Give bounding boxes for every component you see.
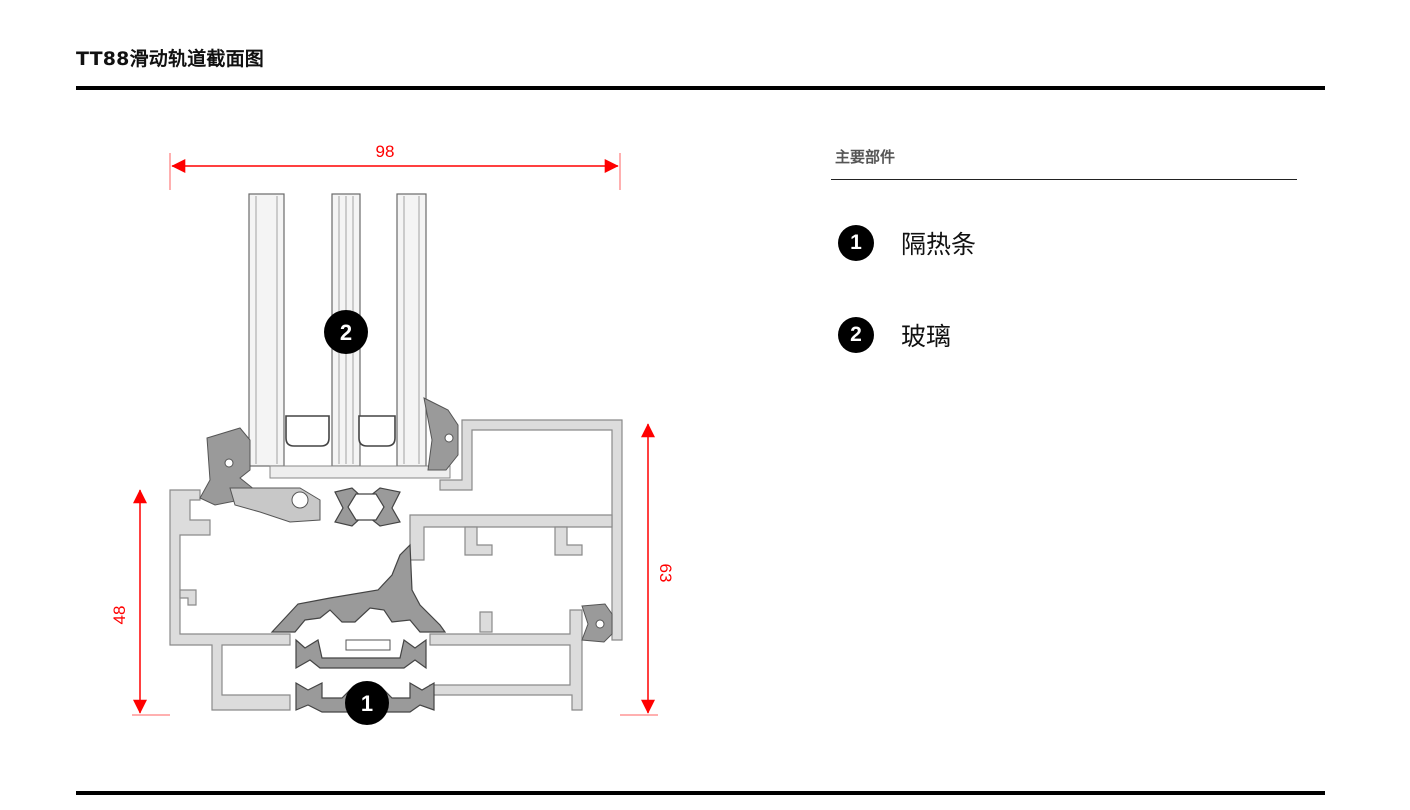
dimension-height-left: 48 <box>110 489 170 716</box>
sash-profile <box>409 419 623 641</box>
legend-item-label: 隔热条 <box>901 230 977 259</box>
top-divider <box>76 86 1325 90</box>
legend-heading: 主要部件 <box>835 148 896 166</box>
legend-item-glass: 2 玻璃 <box>838 317 951 353</box>
strip-slot <box>345 639 391 651</box>
dimension-width-label: 98 <box>376 142 395 161</box>
dimension-width: 98 <box>169 142 621 190</box>
callout-2: 2 <box>324 310 368 354</box>
dimension-height-right: 63 <box>620 423 675 716</box>
frame-profile <box>169 489 583 711</box>
cross-section-diagram: 98 48 63 <box>110 142 675 725</box>
bottom-divider <box>76 791 1325 795</box>
legend-item-label: 玻璃 <box>901 322 952 351</box>
legend-number-badge: 2 <box>838 317 874 353</box>
legend-divider <box>831 179 1297 180</box>
callout-1-number: 1 <box>361 691 373 716</box>
hex-connector <box>334 487 401 527</box>
callout-2-number: 2 <box>340 320 352 345</box>
right-gasket <box>423 397 459 471</box>
frame-side-gasket <box>581 603 613 643</box>
page-title: TT88滑动轨道截面图 <box>76 48 264 70</box>
callout-1: 1 <box>345 681 389 725</box>
left-gasket <box>199 427 321 523</box>
glass-spacers <box>285 415 396 447</box>
glass-panes <box>248 193 427 467</box>
dimension-height-left-label: 48 <box>110 606 129 625</box>
dimension-height-right-label: 63 <box>656 564 675 583</box>
legend-item-thermal-break: 1 隔热条 <box>838 225 976 261</box>
glazing-bead <box>269 465 451 479</box>
legend-number-badge: 1 <box>838 225 874 261</box>
